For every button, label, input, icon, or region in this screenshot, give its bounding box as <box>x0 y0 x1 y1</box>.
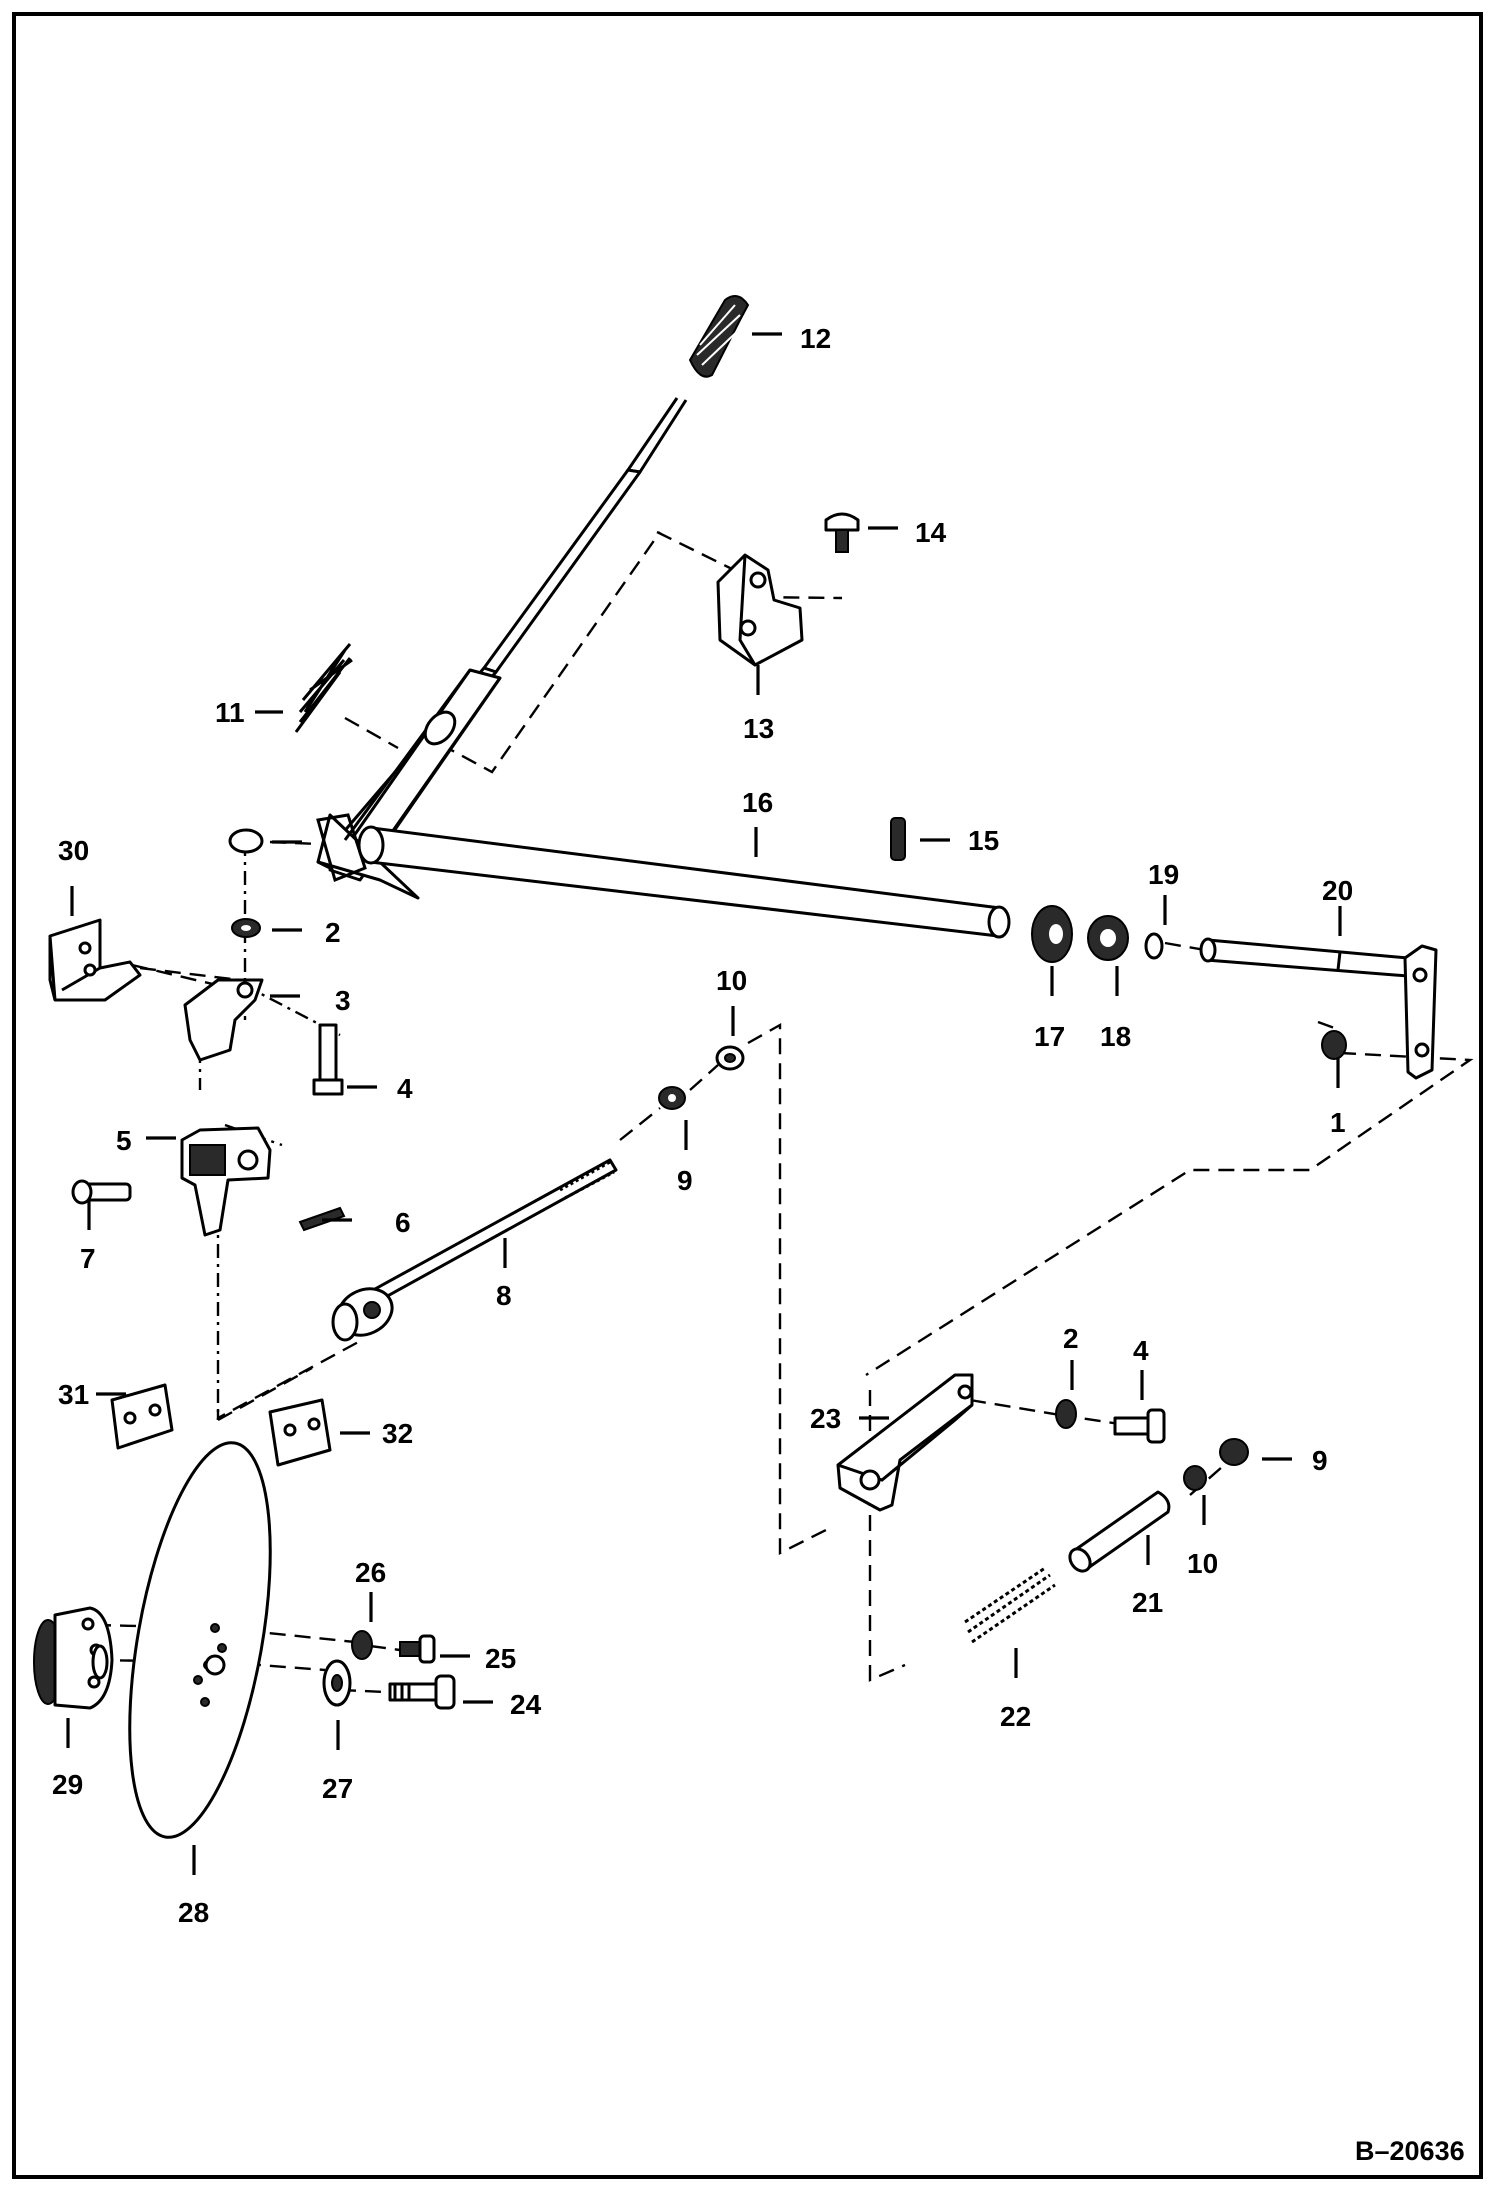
callout-1: 1 <box>1330 1107 1346 1138</box>
part-2-washer-right <box>1055 1399 1077 1429</box>
part-8-rod <box>331 1158 618 1342</box>
part-5-block <box>180 1126 272 1237</box>
part-18-nut <box>1087 915 1129 961</box>
callout-15: 15 <box>968 825 999 856</box>
callout-26: 26 <box>355 1557 386 1588</box>
callout-3: 3 <box>335 985 351 1016</box>
part-32-plate <box>268 1398 332 1467</box>
callout-4-upper: 4 <box>397 1073 413 1104</box>
callout-10-upper: 10 <box>716 965 747 996</box>
part-12-knob <box>688 295 750 378</box>
callout-32: 32 <box>382 1418 413 1449</box>
part-4-bolt-right <box>1113 1408 1166 1444</box>
callout-8: 8 <box>496 1280 512 1311</box>
part-31-plate <box>110 1383 174 1450</box>
part-16-tube <box>357 825 1011 939</box>
callout-17: 17 <box>1034 1021 1065 1052</box>
part-29-sprocket <box>33 1606 114 1710</box>
diagram-frame <box>12 12 1483 2179</box>
callout-31: 31 <box>58 1379 89 1410</box>
figure-reference-number: B–20636 <box>1355 2136 1465 2166</box>
callout-28: 28 <box>178 1897 209 1928</box>
callout-30: 30 <box>58 835 89 866</box>
part-25-screw <box>399 1634 436 1664</box>
assembly-lines <box>94 530 1474 1694</box>
callout-2-lower: 2 <box>1063 1323 1079 1354</box>
callout-19: 19 <box>1148 859 1179 890</box>
part-4-bolt <box>312 1023 344 1096</box>
callout-12: 12 <box>800 323 831 354</box>
callout-29: 29 <box>52 1769 83 1800</box>
part-9-nut-right <box>1219 1438 1249 1466</box>
callout-22: 22 <box>1000 1701 1031 1732</box>
part-1-nut <box>1321 1030 1347 1060</box>
callout-9-lower: 9 <box>1312 1445 1328 1476</box>
part-21-pin <box>1068 1490 1171 1573</box>
part-22-spring <box>964 1566 1056 1644</box>
part-30-bracket <box>48 918 142 1002</box>
callout-16: 16 <box>742 787 773 818</box>
callout-27: 27 <box>322 1773 353 1804</box>
part-26-washer <box>351 1630 373 1660</box>
part-15-pin <box>890 817 906 861</box>
callout-21: 21 <box>1132 1587 1163 1618</box>
callout-6: 6 <box>395 1207 411 1238</box>
callout-13: 13 <box>743 713 774 744</box>
callout-24: 24 <box>510 1689 542 1720</box>
part-10-washer-right <box>1183 1465 1207 1491</box>
callout-5: 5 <box>116 1125 132 1156</box>
callout-14: 14 <box>915 517 947 548</box>
part-17-knob <box>1031 905 1073 963</box>
part-11-spring <box>294 643 353 733</box>
part-23-bracket <box>836 1373 974 1512</box>
callout-11: 11 <box>215 697 245 728</box>
part-7-pin <box>71 1179 132 1205</box>
callout-10-lower: 10 <box>1187 1548 1218 1579</box>
callout-25: 25 <box>485 1643 516 1674</box>
part-10-washer-upper <box>715 1045 745 1071</box>
callout-2-upper: 2 <box>325 917 341 948</box>
part-24-bolt <box>388 1674 456 1710</box>
part-13-bracket <box>716 553 804 667</box>
part-washer-top <box>228 828 264 938</box>
part-14-screw <box>824 512 860 553</box>
part-9-nut-upper <box>658 1086 686 1110</box>
callout-4-lower: 4 <box>1133 1335 1149 1366</box>
part-lever-handle <box>316 397 688 900</box>
callout-9-upper: 9 <box>677 1165 693 1196</box>
callout-labels: 12 14 13 11 16 15 30 2 3 4 5 6 7 8 9 10 … <box>52 323 1353 1928</box>
part-3-bracket <box>183 978 264 1062</box>
leader-lines <box>66 332 1342 1875</box>
part-20-shaft <box>1199 937 1438 1080</box>
part-28-disc <box>128 1441 272 1839</box>
callout-20: 20 <box>1322 875 1353 906</box>
callout-23: 23 <box>810 1403 841 1434</box>
callout-7: 7 <box>80 1243 96 1274</box>
part-19-ring <box>1144 932 1164 960</box>
part-27-washer <box>322 1659 352 1707</box>
callout-18: 18 <box>1100 1021 1131 1052</box>
